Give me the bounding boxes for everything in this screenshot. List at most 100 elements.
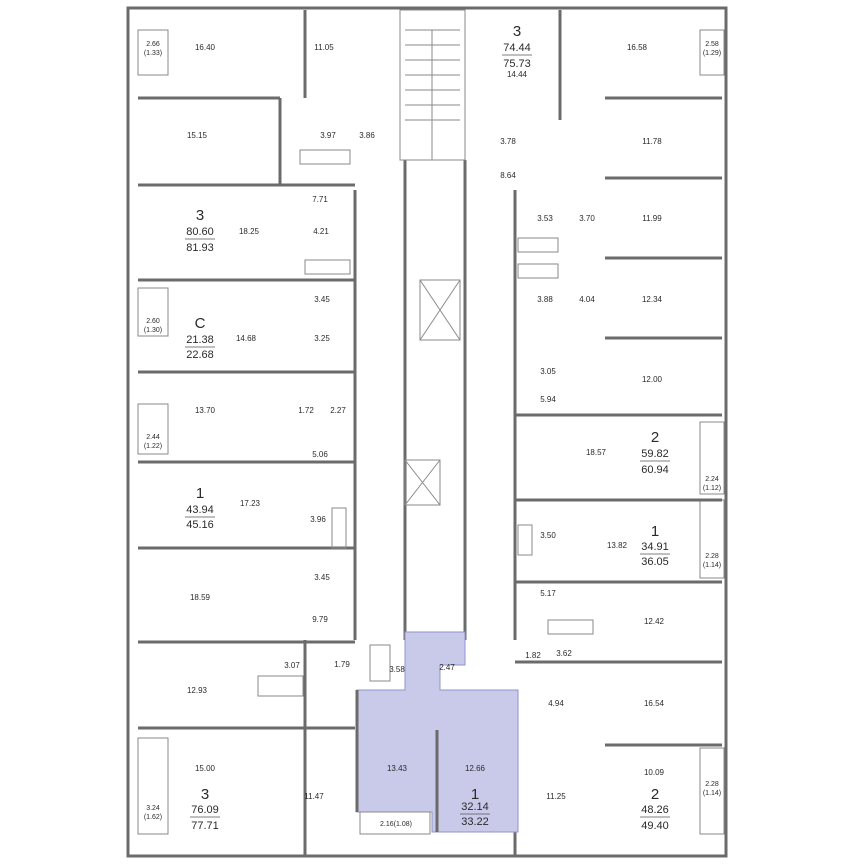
balcony-area: 2.28 [705,553,719,560]
balcony-area: (1.12) [703,485,721,492]
building-outline [126,6,728,858]
apartment-label: 1 43.94 45.16 [185,485,215,531]
balcony-areas: 2.66 (1.33) 2.58 (1.29) 2.60 (1.30) 2.44… [144,41,721,828]
stairs [405,29,460,160]
room-area: 2.27 [330,406,346,415]
balcony-area: 3.24 [146,805,160,812]
balcony [359,811,431,835]
apartment-rooms: 3 [201,786,209,803]
room-area: 1.79 [334,660,350,669]
apartment-total-area: 81.93 [186,242,214,254]
room-area: 4.94 [548,699,564,708]
room-area: 18.25 [239,227,260,236]
room-area: 1.72 [298,406,314,415]
balcony-area: (1.14) [703,562,721,569]
room-area: 3.62 [556,649,572,658]
balcony [699,29,725,76]
apartment-rooms: 1 [651,523,659,540]
elevator-x [404,459,441,506]
balcony-area: (1.62) [144,814,162,821]
room-area: 14.44 [507,70,528,79]
room-area: 3.96 [310,515,326,524]
room-area: 3.50 [540,531,556,540]
apartment-label: 2 59.82 60.94 [640,429,670,476]
room-area: 3.05 [540,367,556,376]
apartment-living-area: 74.44 [503,42,531,54]
room-area: 11.99 [642,214,662,223]
apartment-label: С 21.38 22.68 [185,315,215,361]
balcony-area: 2.16(1.08) [380,821,412,828]
room-area: 7.71 [312,195,328,204]
apartment-total-area: 49.40 [641,820,669,832]
room-area: 3.70 [579,214,595,223]
room-area: 15.15 [187,131,208,140]
room-area: 16.58 [627,43,648,52]
balcony-area: 2.60 [146,318,160,325]
apartment-total-area: 33.22 [461,816,489,828]
apartment-total-area: 45.16 [186,519,214,531]
room-area: 4.04 [579,295,595,304]
corridor-walls [353,160,517,640]
balcony-area: (1.22) [144,443,162,450]
room-area: 3.88 [537,295,553,304]
elevator-shaft [419,279,461,341]
apartment-total-area: 75.73 [503,58,531,70]
room-area: 13.70 [195,406,216,415]
room-area: 5.17 [540,589,556,598]
balcony-area: (1.33) [144,50,162,57]
apartment-label: 3 74.44 75.73 [502,23,532,70]
balcony-area: 2.58 [705,41,719,48]
left-wing-walls [138,10,355,855]
room-area: 18.57 [586,448,607,457]
highlighted-apartment-walls [355,690,439,832]
room-area: 17.23 [240,499,261,508]
room-area: 10.09 [644,768,665,777]
room-area: 8.64 [500,171,516,180]
apartment-living-area: 34.91 [641,541,669,553]
apartment-rooms: 2 [651,786,659,803]
right-wing-walls [513,10,722,855]
balcony-area: 2.24 [705,476,719,483]
room-area: 18.59 [190,593,211,602]
room-area: 5.06 [312,450,328,459]
room-area: 2.47 [439,663,455,672]
room-area: 13.43 [387,764,408,773]
room-area: 16.54 [644,699,665,708]
room-area: 3.97 [320,131,336,140]
bathroom-fixtures [257,149,594,697]
balcony [137,403,169,455]
room-area: 3.25 [314,334,330,343]
apartment-label: 1 34.91 36.05 [640,523,670,568]
room-areas: 16.40 11.05 3.97 3.86 15.15 7.71 18.25 4… [187,43,665,801]
balcony [699,747,725,835]
balcony-area: (1.30) [144,327,162,334]
room-area: 1.82 [525,651,541,660]
apartment-living-area: 80.60 [186,226,214,238]
balcony-area: 2.66 [146,41,160,48]
apartment-rooms: 3 [513,23,521,40]
balcony [137,737,169,835]
room-area: 4.21 [313,227,329,236]
room-area: 3.58 [389,665,405,674]
apartment-label: 3 76.09 77.71 [190,786,220,832]
balcony-area: (1.29) [703,50,721,57]
room-area: 3.45 [314,573,330,582]
apartment-living-area: 48.26 [641,804,669,816]
apartment-rooms: 3 [196,207,204,224]
room-area: 14.68 [236,334,257,343]
apartment-total-area: 22.68 [186,349,214,361]
elevator-shaft [404,459,441,506]
apartment-living-area: 43.94 [186,504,214,516]
room-area: 12.66 [465,764,486,773]
apartment-label: 3 80.60 81.93 [185,207,215,254]
apartment-total-area: 36.05 [641,556,669,568]
room-area: 3.45 [314,295,330,304]
room-area: 3.53 [537,214,553,223]
balcony-area: 2.28 [705,781,719,788]
room-area: 3.78 [500,137,516,146]
apartment-total-area: 60.94 [641,464,669,476]
apartment-living-area: 59.82 [641,448,669,460]
apartment-total-area: 77.71 [191,820,219,832]
room-area: 12.93 [187,686,208,695]
apartment-living-area: 76.09 [191,804,219,816]
